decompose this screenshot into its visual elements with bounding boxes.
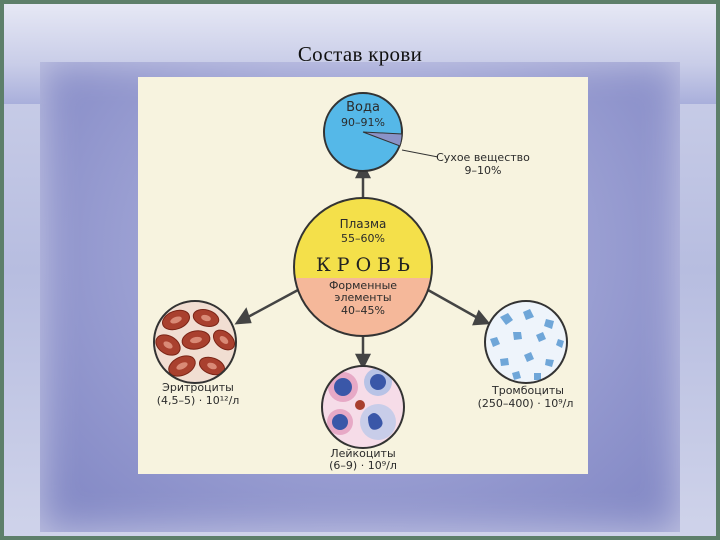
plasma-value: 55–60% — [341, 232, 385, 245]
platelets-value: (250–400) · 10⁹/л — [477, 397, 574, 410]
arrow-head-leukocytes — [354, 353, 372, 370]
formed-elements-value: 40–45% — [341, 304, 385, 317]
arrow-to-platelets — [427, 288, 477, 319]
platelets-circle — [484, 300, 568, 384]
diagram-canvas — [153, 92, 568, 449]
arrow-head-platelets — [472, 309, 491, 326]
erythrocytes-value: (4,5–5) · 10¹²/л — [156, 394, 240, 407]
erythrocytes-circle — [153, 300, 237, 384]
leukocytes-circle — [321, 365, 405, 449]
water-pie — [323, 92, 439, 172]
plasma-label: Плазма — [339, 217, 387, 231]
blood-word: К Р О В Ь — [316, 254, 410, 276]
water-label: Вода — [346, 100, 380, 115]
dry-matter-slice — [362, 131, 403, 147]
arrow-to-erythrocytes — [247, 288, 299, 319]
formed-elements-label-1: Форменные — [328, 279, 398, 292]
leukocyte-cells — [327, 368, 396, 440]
water-value: 90–91% — [341, 116, 385, 129]
formed-elements-label-2: элементы — [334, 291, 392, 304]
platelets-outline — [484, 300, 568, 384]
dry-matter-leader — [401, 149, 439, 158]
leukocytes-outline — [321, 365, 405, 449]
slide-title: Состав крови — [297, 42, 423, 66]
leukocytes-value: (6–9) · 10⁹/л — [329, 459, 397, 472]
dry-matter-label: Сухое вещество — [436, 151, 530, 164]
platelets-label: Тромбоциты — [492, 384, 564, 397]
erythrocytes-outline — [153, 300, 237, 384]
leukocytes-label: Лейкоциты — [330, 447, 396, 460]
dry-matter-value: 9–10% — [464, 164, 502, 177]
arrow-head-erythrocytes — [234, 307, 252, 325]
blood-composition-figure: Вода 90–91% Сухое вещество 9–10% Плазма … — [138, 77, 588, 474]
platelet-cells — [490, 309, 564, 380]
blood-circle-outline — [293, 197, 433, 337]
erythrocyte-centers — [163, 314, 229, 370]
erythrocytes-label: Эритроциты — [162, 381, 234, 394]
